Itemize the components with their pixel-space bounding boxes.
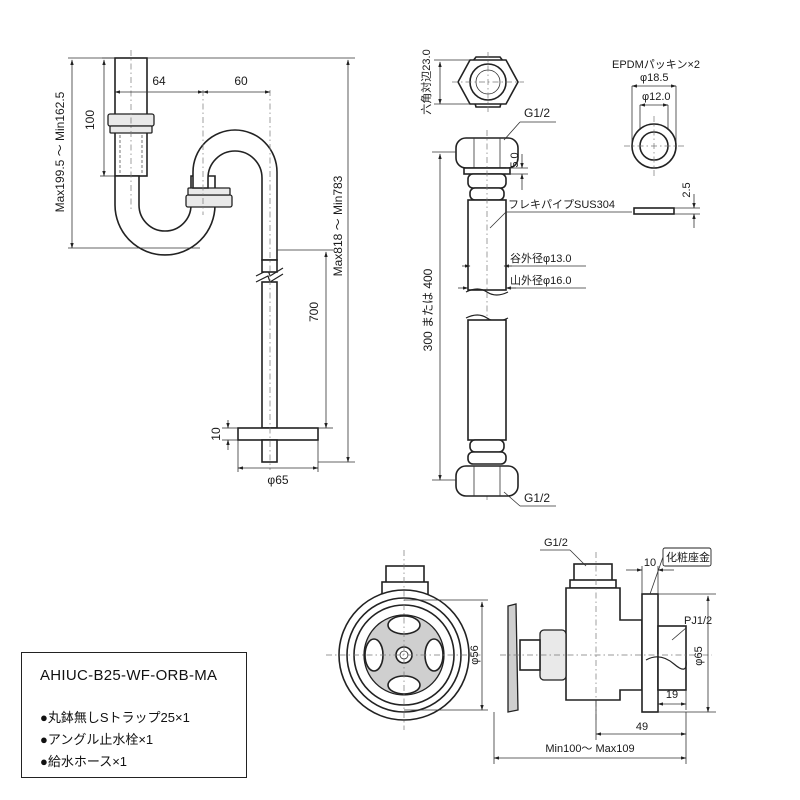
- trap-floor-flange: [237, 427, 319, 441]
- trap-middle-nut: [185, 194, 233, 208]
- valve-dim-10: 10: [644, 557, 656, 569]
- dim-60: 60: [234, 74, 248, 88]
- hose-valley-od: 谷外径φ13.0: [510, 252, 572, 265]
- dim-64: 64: [152, 74, 166, 88]
- valve-dim-49: 49: [636, 721, 648, 733]
- valve-escutcheon-label: 化粧座金: [666, 550, 710, 564]
- packing-outer: φ18.5: [640, 72, 669, 84]
- hose-ridge-od: 山外径φ16.0: [510, 274, 572, 287]
- dim-trap-range: Max199.5 ～ Min162.5: [53, 91, 67, 212]
- valve-phi65: φ65: [693, 646, 705, 665]
- valve-side-escutcheon: [641, 593, 659, 713]
- dim-700: 700: [307, 302, 321, 322]
- valve-pj: PJ1/2: [684, 615, 712, 627]
- dim-hose-length: 300 または 400: [421, 268, 435, 351]
- valve-phi56: φ56: [469, 645, 481, 664]
- hose-g12-top: G1/2: [524, 106, 550, 120]
- product-contents-box: AHIUC-B25-WF-ORB-MA ●丸鉢無しSトラップ25×1 ●アングル…: [21, 652, 247, 778]
- trap-u-bend: [114, 175, 216, 256]
- dim-100: 100: [83, 110, 97, 130]
- dim-total-height: Max818 ～ Min783: [331, 175, 345, 276]
- packing-drawing: EPDMパッキン×2 φ18.5 φ12.0 2.5: [612, 58, 700, 228]
- packing-side-view: [633, 207, 675, 215]
- flex-hose-drawing: 六角対辺23.0 G1/2 G1/2: [419, 49, 632, 507]
- valve-dim-19: 19: [666, 689, 678, 701]
- packing-label: EPDMパッキン×2: [612, 58, 700, 71]
- hose-material: フレキパイプSUS304: [508, 198, 615, 211]
- trap-upper-bend: [192, 129, 278, 261]
- product-item-trap: ●丸鉢無しSトラップ25×1: [40, 710, 190, 725]
- hose-body-lower: [467, 319, 507, 441]
- product-item-valve: ●アングル止水栓×1: [40, 732, 154, 747]
- dim-flange-phi65: φ65: [267, 473, 288, 487]
- hose-g12-bottom: G1/2: [524, 491, 550, 505]
- s-trap-drawing: 64 60 100 Max199.5 ～ Min162.5 700 Max818…: [53, 50, 355, 487]
- packing-thick: 2.5: [681, 182, 693, 197]
- valve-g12: G1/2: [544, 537, 568, 549]
- dim-flange-10: 10: [209, 427, 223, 441]
- valve-range: Min100～ Max109: [545, 743, 634, 755]
- product-item-hose: ●給水ホース×1: [40, 754, 128, 769]
- angle-valve-drawing: φ56 G1/2 化粧座金 10 PJ1/2 φ65: [326, 537, 716, 764]
- dim-collar-5: 5.0: [509, 152, 521, 167]
- dim-hex-across: 六角対辺23.0: [419, 49, 433, 114]
- trap-drain-pipe: [261, 281, 278, 429]
- valve-side-handle: [507, 603, 519, 713]
- hose-lower-nut: [455, 465, 519, 497]
- packing-inner: φ12.0: [642, 91, 671, 103]
- product-model: AHIUC-B25-WF-ORB-MA: [40, 667, 218, 684]
- valve-side-body: [565, 587, 643, 701]
